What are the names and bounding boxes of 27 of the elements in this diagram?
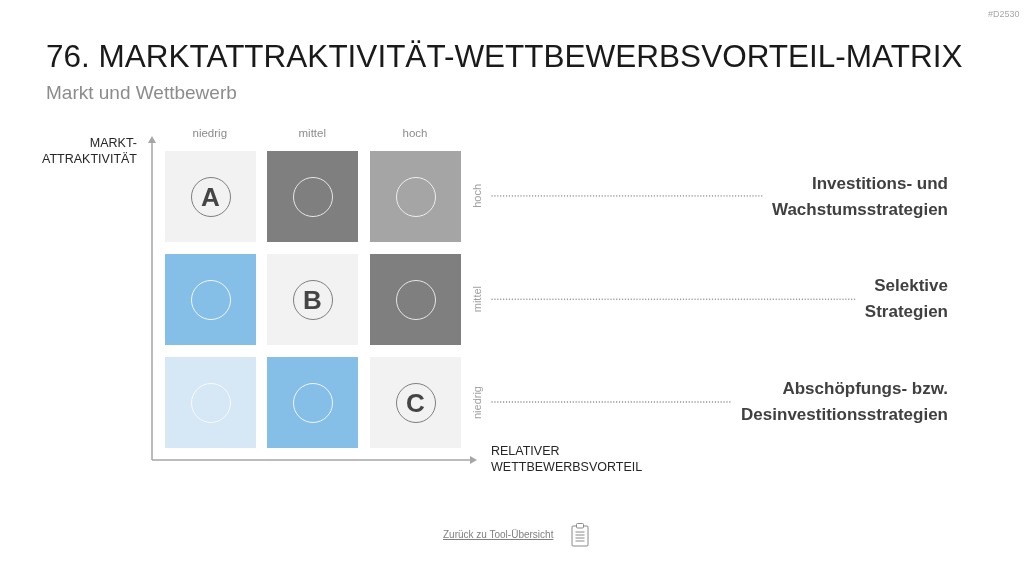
back-link: Zurück zu Tool-Übersicht: [443, 528, 554, 541]
matrix-cell: [165, 254, 256, 345]
matrix-cell: [267, 254, 358, 345]
strategy-label: Investitions- und Wachstumsstrategien: [770, 171, 948, 223]
dotted-line: [491, 401, 733, 403]
matrix-cell: [267, 357, 358, 448]
row-label: hoch: [471, 184, 484, 208]
axis-title: MARKT- ATTRAKTIVITÄT: [41, 135, 137, 167]
slide-subtitle: Markt und Wettbewerb: [46, 81, 237, 105]
matrix-cell: [267, 151, 358, 242]
matrix-cell: [370, 254, 461, 345]
matrix-cell: [165, 357, 256, 448]
axis-title: RELATIVER WETTBEWERBSVORTEIL: [491, 443, 644, 475]
matrix-cell: [370, 151, 461, 242]
column-label: mittel: [298, 126, 326, 140]
dotted-line: [491, 298, 856, 300]
strategy-label: Abschöpfungs- bzw. Desinvestitionsstrategien: [740, 376, 948, 428]
column-label: hoch: [402, 126, 428, 140]
matrix-cell: [165, 151, 256, 242]
slide-code: #D2530: [988, 9, 1020, 20]
slide-title: 76. MARKTATTRAKTIVITÄT-WETTBEWERBSVORTEIL-MATRIX: [46, 38, 963, 75]
row-label: mittel: [471, 286, 484, 313]
column-label: niedrig: [192, 126, 228, 140]
matrix-cell: [370, 357, 461, 448]
strategy-label: Selektive Strategien: [863, 273, 948, 325]
dotted-line: [491, 195, 763, 197]
row-label: niedrig: [471, 385, 484, 419]
